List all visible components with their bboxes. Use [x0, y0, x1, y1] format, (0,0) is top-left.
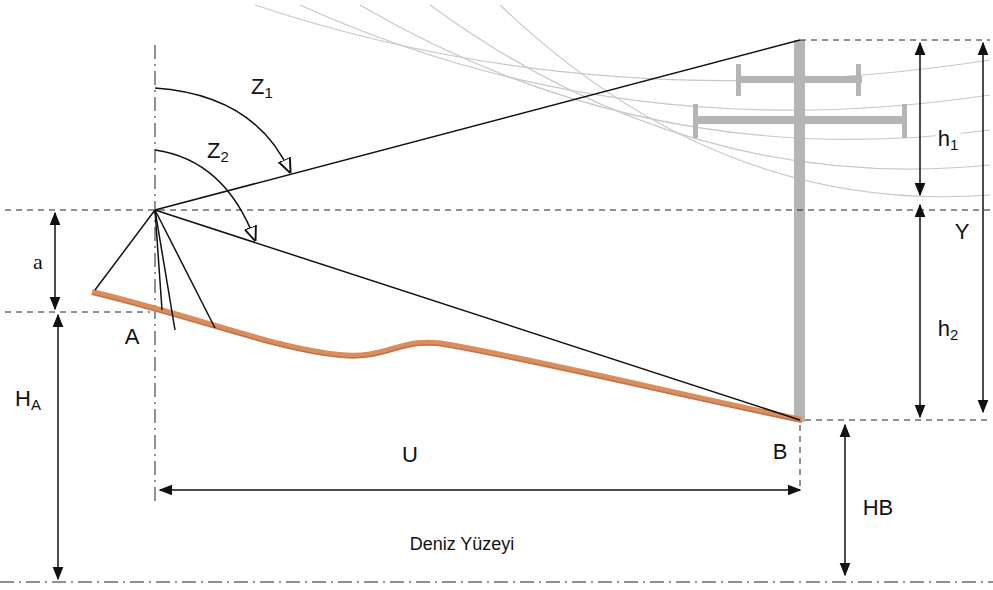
angle-label: Z1	[249, 75, 275, 102]
dimension-label: U	[400, 443, 420, 467]
sea-level-label: Deniz Yüzeyi	[408, 535, 517, 555]
dimension-label: Y	[953, 220, 972, 244]
dimension-label: h1	[936, 127, 961, 154]
angle-label: Z2	[205, 139, 231, 166]
point-label: B	[771, 440, 790, 464]
dimension-label: a	[31, 250, 45, 274]
point-label: A	[123, 325, 142, 349]
dimension-label: HA	[13, 387, 43, 414]
dimension-label: HB	[861, 496, 896, 520]
dimension-label: h2	[936, 317, 961, 344]
